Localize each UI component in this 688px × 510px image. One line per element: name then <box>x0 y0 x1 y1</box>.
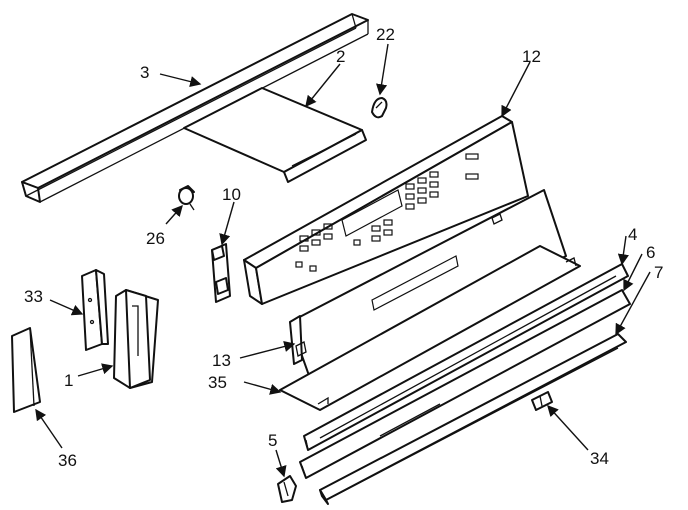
callout-26: 26 <box>146 229 165 248</box>
leader-lines <box>35 43 651 478</box>
callout-3: 3 <box>140 63 149 82</box>
callout-1: 1 <box>64 371 73 390</box>
callout-labels: 3 2 22 12 10 26 33 1 36 4 6 7 13 35 5 34 <box>24 25 663 470</box>
part-35-shield-plate <box>279 245 581 411</box>
part-3-top-trim-rail <box>21 13 369 203</box>
callout-4: 4 <box>628 225 637 244</box>
callout-22: 22 <box>376 25 395 44</box>
part-2-panel-sheet <box>183 87 367 183</box>
callout-7: 7 <box>654 263 663 282</box>
part-5-end-cap <box>277 475 297 503</box>
part-36-side-panel <box>11 327 41 413</box>
callout-10: 10 <box>222 185 241 204</box>
callout-35: 35 <box>208 373 227 392</box>
part-22-clip <box>371 97 388 119</box>
keypad-buttons <box>295 153 479 272</box>
part-33-side-bracket <box>81 269 109 351</box>
callout-5: 5 <box>268 431 277 450</box>
part-13-mounting-channel <box>289 189 567 385</box>
callout-6: 6 <box>646 243 655 262</box>
part-6-trim-strip <box>299 289 631 479</box>
part-7-base-channel <box>319 333 627 505</box>
callout-13: 13 <box>212 351 231 370</box>
part-4-front-trim <box>303 263 629 451</box>
callout-33: 33 <box>24 287 43 306</box>
part-12-control-panel <box>243 115 529 305</box>
callout-2: 2 <box>336 47 345 66</box>
part-1-hinge-support <box>113 289 159 389</box>
part-10-end-bracket <box>211 243 231 303</box>
part-26-knob <box>178 185 195 211</box>
callout-34: 34 <box>590 449 609 468</box>
callout-12: 12 <box>522 47 541 66</box>
part-34-small-clip <box>531 391 553 411</box>
callout-36: 36 <box>58 451 77 470</box>
